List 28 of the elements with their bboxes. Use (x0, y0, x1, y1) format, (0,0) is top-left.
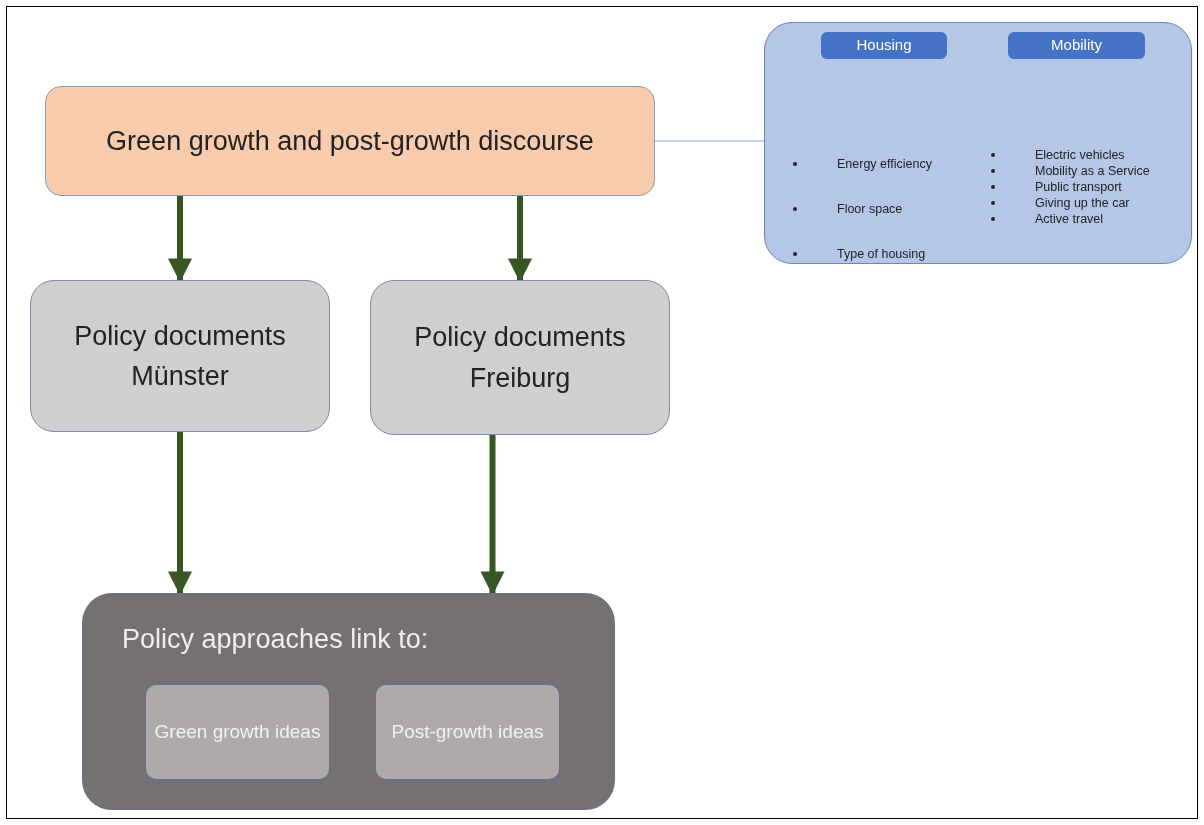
node-text: Mobility (1050, 35, 1103, 56)
node-text: Policy documents Freiburg (413, 321, 627, 395)
node-text: Post-growth ideas (390, 720, 545, 744)
list-item: Electric vehicles (1035, 147, 1126, 163)
document-box (30, 280, 330, 432)
arrow (480, 435, 505, 596)
arrow (168, 432, 192, 596)
list-item: Public transport (1035, 179, 1123, 195)
panel-heading: Policy approaches link to: (122, 623, 429, 656)
topic-panel (764, 22, 1192, 264)
category-header (821, 32, 947, 59)
list-item: Type of housing (837, 245, 926, 263)
list-item: Giving up the car (1035, 195, 1131, 211)
outcome-panel (82, 593, 615, 810)
node-text: Policy documents Münster (73, 319, 287, 393)
idea-box (374, 683, 561, 781)
node-text: Housing (855, 35, 913, 56)
list-item: Energy efficiency (837, 156, 932, 173)
document-box (370, 280, 670, 435)
node-text: Green growth ideas (153, 720, 322, 744)
list-item: Floor space (837, 200, 903, 218)
idea-box (144, 683, 331, 781)
connector-line (654, 140, 765, 142)
category-header (1008, 32, 1145, 59)
list-item: Mobility as a Service (1035, 163, 1151, 179)
list-item: Active travel (1035, 211, 1105, 227)
node-text: Green growth and post-growth discourse (105, 124, 595, 158)
discourse-box (45, 86, 655, 196)
